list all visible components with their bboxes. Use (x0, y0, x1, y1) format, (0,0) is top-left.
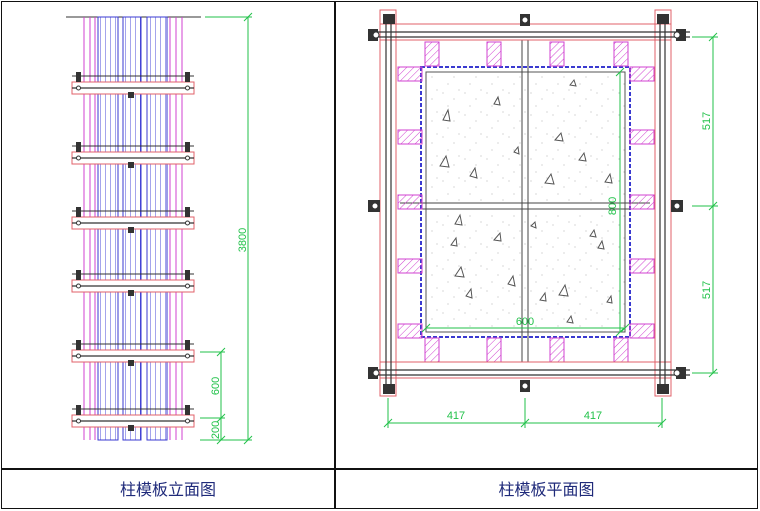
dim-clamp-spacing: 600 (210, 377, 222, 395)
elevation-view: 3800 600 200 (66, 12, 253, 445)
dim-depth: 800 (607, 197, 619, 215)
concrete-edge (425, 71, 626, 333)
dim-bottom-right: 417 (584, 410, 602, 422)
elevation-dimensions (200, 12, 253, 445)
column-clamp (71, 405, 195, 431)
studs (397, 41, 655, 363)
dim-bottom-offset: 200 (210, 421, 222, 439)
column-clamp (71, 207, 195, 233)
panel-divider (334, 2, 336, 508)
clamp-bars (368, 14, 690, 392)
plan-caption: 柱模板平面图 (498, 480, 595, 499)
plan-dimensions (383, 32, 718, 428)
dim-total-height: 3800 (237, 228, 249, 252)
dim-bottom-left: 417 (447, 410, 465, 422)
column-clamp (71, 340, 195, 366)
bolt-heads (371, 16, 681, 390)
concrete-core (426, 72, 625, 332)
plan-view: 800 600 517 517 417 417 (368, 9, 718, 428)
column-clamp (71, 270, 195, 296)
column-clamp (71, 72, 195, 98)
column-clamps (71, 72, 195, 431)
elevation-caption: 柱模板立面图 (119, 480, 216, 499)
dim-half-span-bottom: 517 (701, 281, 713, 299)
dim-half-span-top: 517 (701, 112, 713, 130)
aggregate-marks (439, 78, 613, 324)
dim-width: 600 (516, 316, 534, 328)
caption-divider (2, 468, 757, 470)
column-clamp (71, 142, 195, 168)
